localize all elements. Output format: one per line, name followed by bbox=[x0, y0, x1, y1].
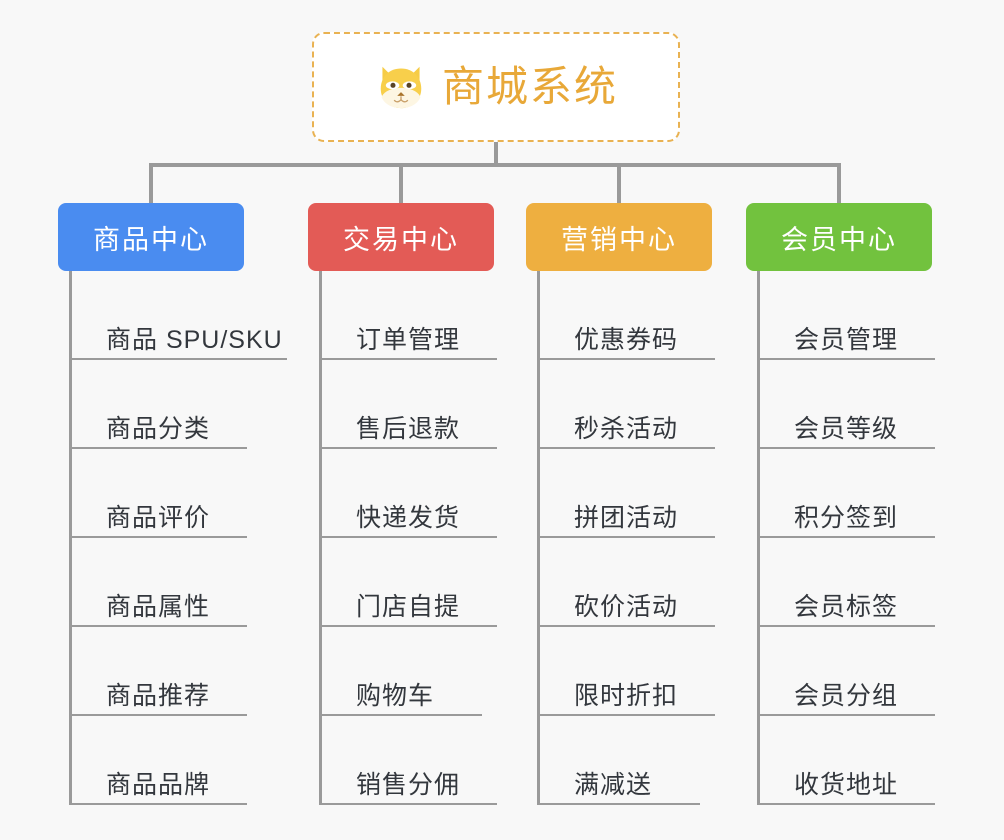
leaf-label: 商品属性 bbox=[106, 592, 211, 621]
leaf-label: 积分签到 bbox=[794, 503, 899, 532]
leaf-label: 限时折扣 bbox=[574, 681, 679, 710]
leaf-item[interactable]: 门店自提 bbox=[322, 538, 497, 627]
category-column-member: 会员中心 会员管理 会员等级 积分签到 会员标签 会员分组 收货地址 bbox=[746, 203, 935, 805]
category-label: 营销中心 bbox=[561, 224, 677, 255]
leaf-item[interactable]: 收货地址 bbox=[760, 716, 935, 805]
category-header-marketing[interactable]: 营销中心 bbox=[526, 203, 712, 271]
leaf-label: 商品品牌 bbox=[106, 770, 211, 799]
leaf-label: 快递发货 bbox=[356, 503, 461, 532]
leaf-item[interactable]: 销售分佣 bbox=[322, 716, 497, 805]
category-header-member[interactable]: 会员中心 bbox=[746, 203, 932, 271]
leaf-item[interactable]: 积分签到 bbox=[760, 449, 935, 538]
leaf-label: 拼团活动 bbox=[574, 503, 679, 532]
leaf-item[interactable]: 购物车 bbox=[322, 627, 494, 716]
leaf-item[interactable]: 商品 SPU/SKU bbox=[72, 271, 287, 360]
root-title: 商城系统 bbox=[441, 63, 618, 110]
category-column-trade: 交易中心 订单管理 售后退款 快递发货 门店自提 购物车 销售分佣 bbox=[308, 203, 497, 805]
shiba-dog-face-icon bbox=[380, 66, 422, 109]
leaf-label: 商品 SPU/SKU bbox=[106, 325, 283, 354]
leaf-label: 商品分类 bbox=[106, 414, 211, 443]
category-label: 会员中心 bbox=[781, 224, 897, 255]
leaf-item[interactable]: 拼团活动 bbox=[540, 449, 715, 538]
leaf-item[interactable]: 会员等级 bbox=[760, 360, 935, 449]
leaf-item[interactable]: 会员标签 bbox=[760, 538, 935, 627]
leaf-item[interactable]: 商品属性 bbox=[72, 538, 283, 627]
leaf-item[interactable]: 秒杀活动 bbox=[540, 360, 715, 449]
leaf-list-member: 会员管理 会员等级 积分签到 会员标签 会员分组 收货地址 bbox=[757, 271, 935, 805]
category-column-product: 商品中心 商品 SPU/SKU 商品分类 商品评价 商品属性 商品推荐 商品品牌 bbox=[58, 203, 287, 805]
leaf-item[interactable]: 限时折扣 bbox=[540, 627, 715, 716]
leaf-label: 会员分组 bbox=[794, 681, 899, 710]
leaf-label: 商品推荐 bbox=[106, 681, 211, 710]
leaf-item[interactable]: 商品分类 bbox=[72, 360, 283, 449]
leaf-list-marketing: 优惠券码 秒杀活动 拼团活动 砍价活动 限时折扣 满减送 bbox=[537, 271, 715, 805]
leaf-label: 商品评价 bbox=[106, 503, 211, 532]
category-label: 商品中心 bbox=[93, 224, 209, 255]
category-column-marketing: 营销中心 优惠券码 秒杀活动 拼团活动 砍价活动 限时折扣 满减送 bbox=[526, 203, 715, 805]
category-header-product[interactable]: 商品中心 bbox=[58, 203, 244, 271]
leaf-list-product: 商品 SPU/SKU 商品分类 商品评价 商品属性 商品推荐 商品品牌 bbox=[69, 271, 287, 805]
leaf-label: 订单管理 bbox=[356, 325, 461, 354]
leaf-label: 会员管理 bbox=[794, 325, 899, 354]
leaf-list-trade: 订单管理 售后退款 快递发货 门店自提 购物车 销售分佣 bbox=[319, 271, 497, 805]
category-label: 交易中心 bbox=[343, 224, 459, 255]
leaf-item[interactable]: 快递发货 bbox=[322, 449, 497, 538]
leaf-label: 销售分佣 bbox=[356, 770, 461, 799]
leaf-label: 砍价活动 bbox=[574, 592, 679, 621]
root-node[interactable]: 商城系统 bbox=[312, 32, 680, 142]
leaf-label: 收货地址 bbox=[794, 770, 899, 799]
leaf-label: 优惠券码 bbox=[574, 325, 679, 354]
leaf-label: 售后退款 bbox=[356, 414, 461, 443]
leaf-item[interactable]: 砍价活动 bbox=[540, 538, 715, 627]
leaf-item[interactable]: 售后退款 bbox=[322, 360, 497, 449]
leaf-label: 会员等级 bbox=[794, 414, 899, 443]
leaf-label: 满减送 bbox=[574, 770, 653, 799]
leaf-item[interactable]: 商品评价 bbox=[72, 449, 283, 538]
leaf-item[interactable]: 满减送 bbox=[540, 716, 712, 805]
leaf-item[interactable]: 优惠券码 bbox=[540, 271, 715, 360]
leaf-label: 门店自提 bbox=[356, 592, 461, 621]
leaf-item[interactable]: 会员分组 bbox=[760, 627, 935, 716]
leaf-item[interactable]: 订单管理 bbox=[322, 271, 497, 360]
leaf-label: 秒杀活动 bbox=[574, 414, 679, 443]
category-header-trade[interactable]: 交易中心 bbox=[308, 203, 494, 271]
leaf-item[interactable]: 会员管理 bbox=[760, 271, 935, 360]
leaf-item[interactable]: 商品品牌 bbox=[72, 716, 283, 805]
leaf-label: 会员标签 bbox=[794, 592, 899, 621]
leaf-item[interactable]: 商品推荐 bbox=[72, 627, 283, 716]
leaf-label: 购物车 bbox=[356, 681, 435, 710]
